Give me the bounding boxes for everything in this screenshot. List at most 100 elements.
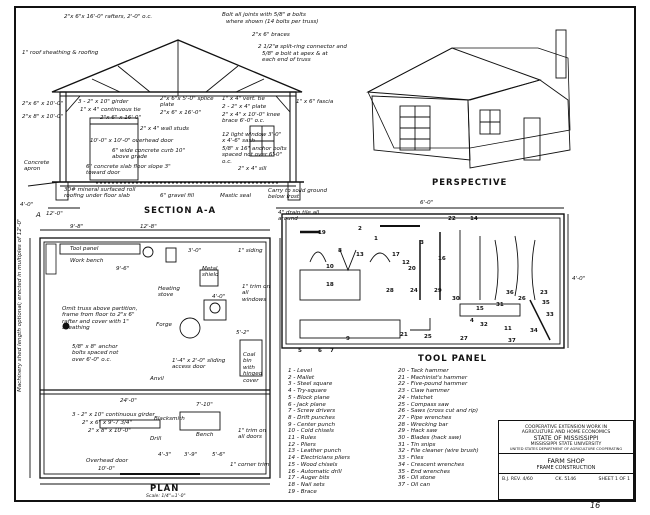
section-label: 2"x 6"x 16'-0" rafters, 2'-0" o.c.	[64, 14, 153, 20]
tool-number-callout: 32	[480, 322, 488, 328]
section-label: 2" x 4" wall studs	[140, 126, 189, 132]
plan-label: Forge	[156, 322, 172, 328]
plan-dimension: 10'-0"	[98, 466, 115, 472]
plan-label: Omit truss above partition, frame from f…	[62, 306, 138, 332]
plan-label: 1" corner trim	[230, 462, 270, 468]
tool-number-callout: 17	[392, 252, 400, 258]
plan-label: Heating stove	[158, 286, 180, 299]
tool-number-callout: 13	[356, 252, 364, 258]
plan-dimension: 12'-8"	[140, 224, 157, 230]
section-label: Carry to solid ground below frost	[268, 188, 328, 201]
title-block-line: COOPERATIVE EXTENSION WORK IN	[524, 425, 608, 430]
tool-list-item: 35 - End wrenches	[398, 468, 450, 475]
title-block: COOPERATIVE EXTENSION WORK IN AGRICULTUR…	[498, 420, 634, 500]
section-label: 10'-0" x 10'-0" overhead door	[90, 138, 174, 144]
tool-list-item: 1 - Level	[288, 368, 312, 374]
drawing-frame	[14, 6, 636, 502]
tool-list-item: 7 - Screw drivers	[288, 408, 336, 415]
section-label: Mastic seal	[220, 193, 252, 199]
tool-number-callout: 7	[330, 348, 334, 354]
title-block-subtitle: FRAME CONSTRUCTION	[499, 465, 633, 474]
tool-list-item: 26 - Saws (cross cut and rip)	[398, 408, 479, 415]
section-label: 12 light window 3'-0" x 4'-6" sash	[222, 132, 282, 145]
tool-list-item: 8 - Drift punches	[288, 414, 335, 421]
tool-list-item: 2 - Mallet	[288, 374, 315, 381]
tool-number-callout: 23	[540, 290, 548, 296]
plan-scale: Scale: 1/4"=1'-0"	[146, 494, 186, 499]
section-label: Concrete apron	[24, 160, 50, 173]
tool-list-item: 24 - Hatchet	[398, 394, 433, 401]
tool-number-callout: 10	[326, 264, 334, 270]
tool-list-item: 9 - Center punch	[288, 421, 336, 428]
section-label: 2"x 8" x 10'-0"	[22, 114, 64, 120]
tool-list-item: 31 - Tin snips	[398, 441, 436, 448]
tool-number-callout: 31	[496, 302, 504, 308]
plan-label: Drill	[150, 436, 162, 442]
title-block-title: FARM SHOP	[547, 457, 585, 465]
tool-list-item: 15 - Wood chisels	[288, 461, 338, 468]
section-label: 5/8" x 16" anchor bolts spaced not over …	[222, 146, 287, 165]
tool-number-callout: 37	[508, 338, 516, 344]
tool-number-callout: 14	[470, 216, 478, 222]
plan-dimension: 7'-10"	[196, 402, 213, 408]
plan-dimension: 9'-8"	[70, 224, 84, 230]
section-label: 2"x 6" braces	[252, 32, 290, 38]
tool-number-callout: 26	[518, 296, 526, 302]
section-label: 1" roof sheathing & roofing	[22, 50, 99, 56]
tool-list-item: 20 - Tack hammer	[398, 368, 449, 374]
plan-label: 3 - 2" x 10" continuous girder	[72, 412, 155, 418]
plan-dimension: 4'-3"	[158, 452, 172, 458]
tool-list-item: 11 - Rules	[288, 435, 317, 442]
tool-list-item: 13 - Leather punch	[288, 448, 342, 455]
section-label: 2"x 6" x 10'-0"	[22, 101, 64, 107]
tool-number-callout: 11	[504, 326, 512, 332]
section-label: 6" concrete slab floor slope 3" toward d…	[86, 164, 171, 177]
section-label: 5/8" ø bolt at apex & at each end of tru…	[262, 51, 328, 64]
tool-list-item: 14 - Electricians pliers	[288, 455, 350, 462]
plan-dimension: 3'-0"	[188, 248, 202, 254]
section-label: 6" wide concrete curb 10" above grade	[112, 148, 186, 161]
section-label: 12'-0"	[46, 211, 63, 217]
tool-list-item: 22 - Five-pound hammer	[398, 381, 468, 388]
plan-label: 1" trim on all doors	[238, 428, 267, 441]
plan-label: Tool panel	[70, 246, 99, 252]
section-label: 1" x 4" continuous tie	[80, 107, 141, 113]
tool-number-callout: 21	[400, 332, 408, 338]
tool-list-item: 25 - Compass saw	[398, 401, 449, 408]
perspective-drawing	[366, 29, 571, 169]
plan-label: Metal shield	[202, 266, 219, 279]
tool-list-item: 21 - Machinist's hammer	[398, 374, 468, 381]
tool-number-callout: 3	[420, 240, 424, 246]
tool-number-callout: 36	[506, 290, 514, 296]
plan-label: 1" trim on all windows	[242, 284, 271, 303]
page-number: 16	[590, 501, 601, 510]
section-label: 2 1/2"ø split-ring connector and	[258, 44, 347, 50]
tool-number-callout: 5	[298, 348, 302, 354]
tool-list-item: 12 - Pliers	[288, 441, 316, 448]
title-block-line: MISSISSIPPI STATE UNIVERSITY	[530, 442, 602, 447]
tool-panel-drawing	[281, 207, 569, 349]
tool-list-item: 27 - Pipe wrenches	[398, 414, 452, 421]
tool-number-callout: 6	[318, 348, 322, 354]
title-block-sheet: SHEET 1 OF 1	[598, 477, 630, 482]
tool-number-callout: 33	[546, 312, 554, 318]
tool-number-callout: 34	[530, 328, 538, 334]
plan-dimension: 4'-0"	[212, 294, 226, 300]
tool-list-item: 17 - Auger bits	[288, 475, 330, 482]
section-label: 2"x 6"x 5'-0" splice plate	[160, 96, 214, 109]
plan-title: PLAN	[150, 484, 180, 494]
tool-list-item: 19 - Brace	[288, 488, 317, 495]
tool-number-callout: 27	[460, 336, 468, 342]
title-block-footer: B.J. REV. 4/60 CK. 5146 SHEET 1 OF 1	[499, 474, 633, 482]
section-label: where shown (14 bolts per truss)	[226, 19, 319, 25]
tool-list-item: 33 - Files	[398, 455, 424, 462]
tool-panel-title: TOOL PANEL	[418, 354, 487, 364]
section-label: 2" x 4" x 10'-0" knee brace 6'-0" o.c.	[222, 112, 281, 125]
tool-list-item: 30 - Blades (hack saw)	[398, 435, 462, 442]
tool-number-callout: 4	[470, 318, 474, 324]
tool-number-callout: 25	[424, 334, 432, 340]
section-title: SECTION A-A	[144, 206, 217, 216]
